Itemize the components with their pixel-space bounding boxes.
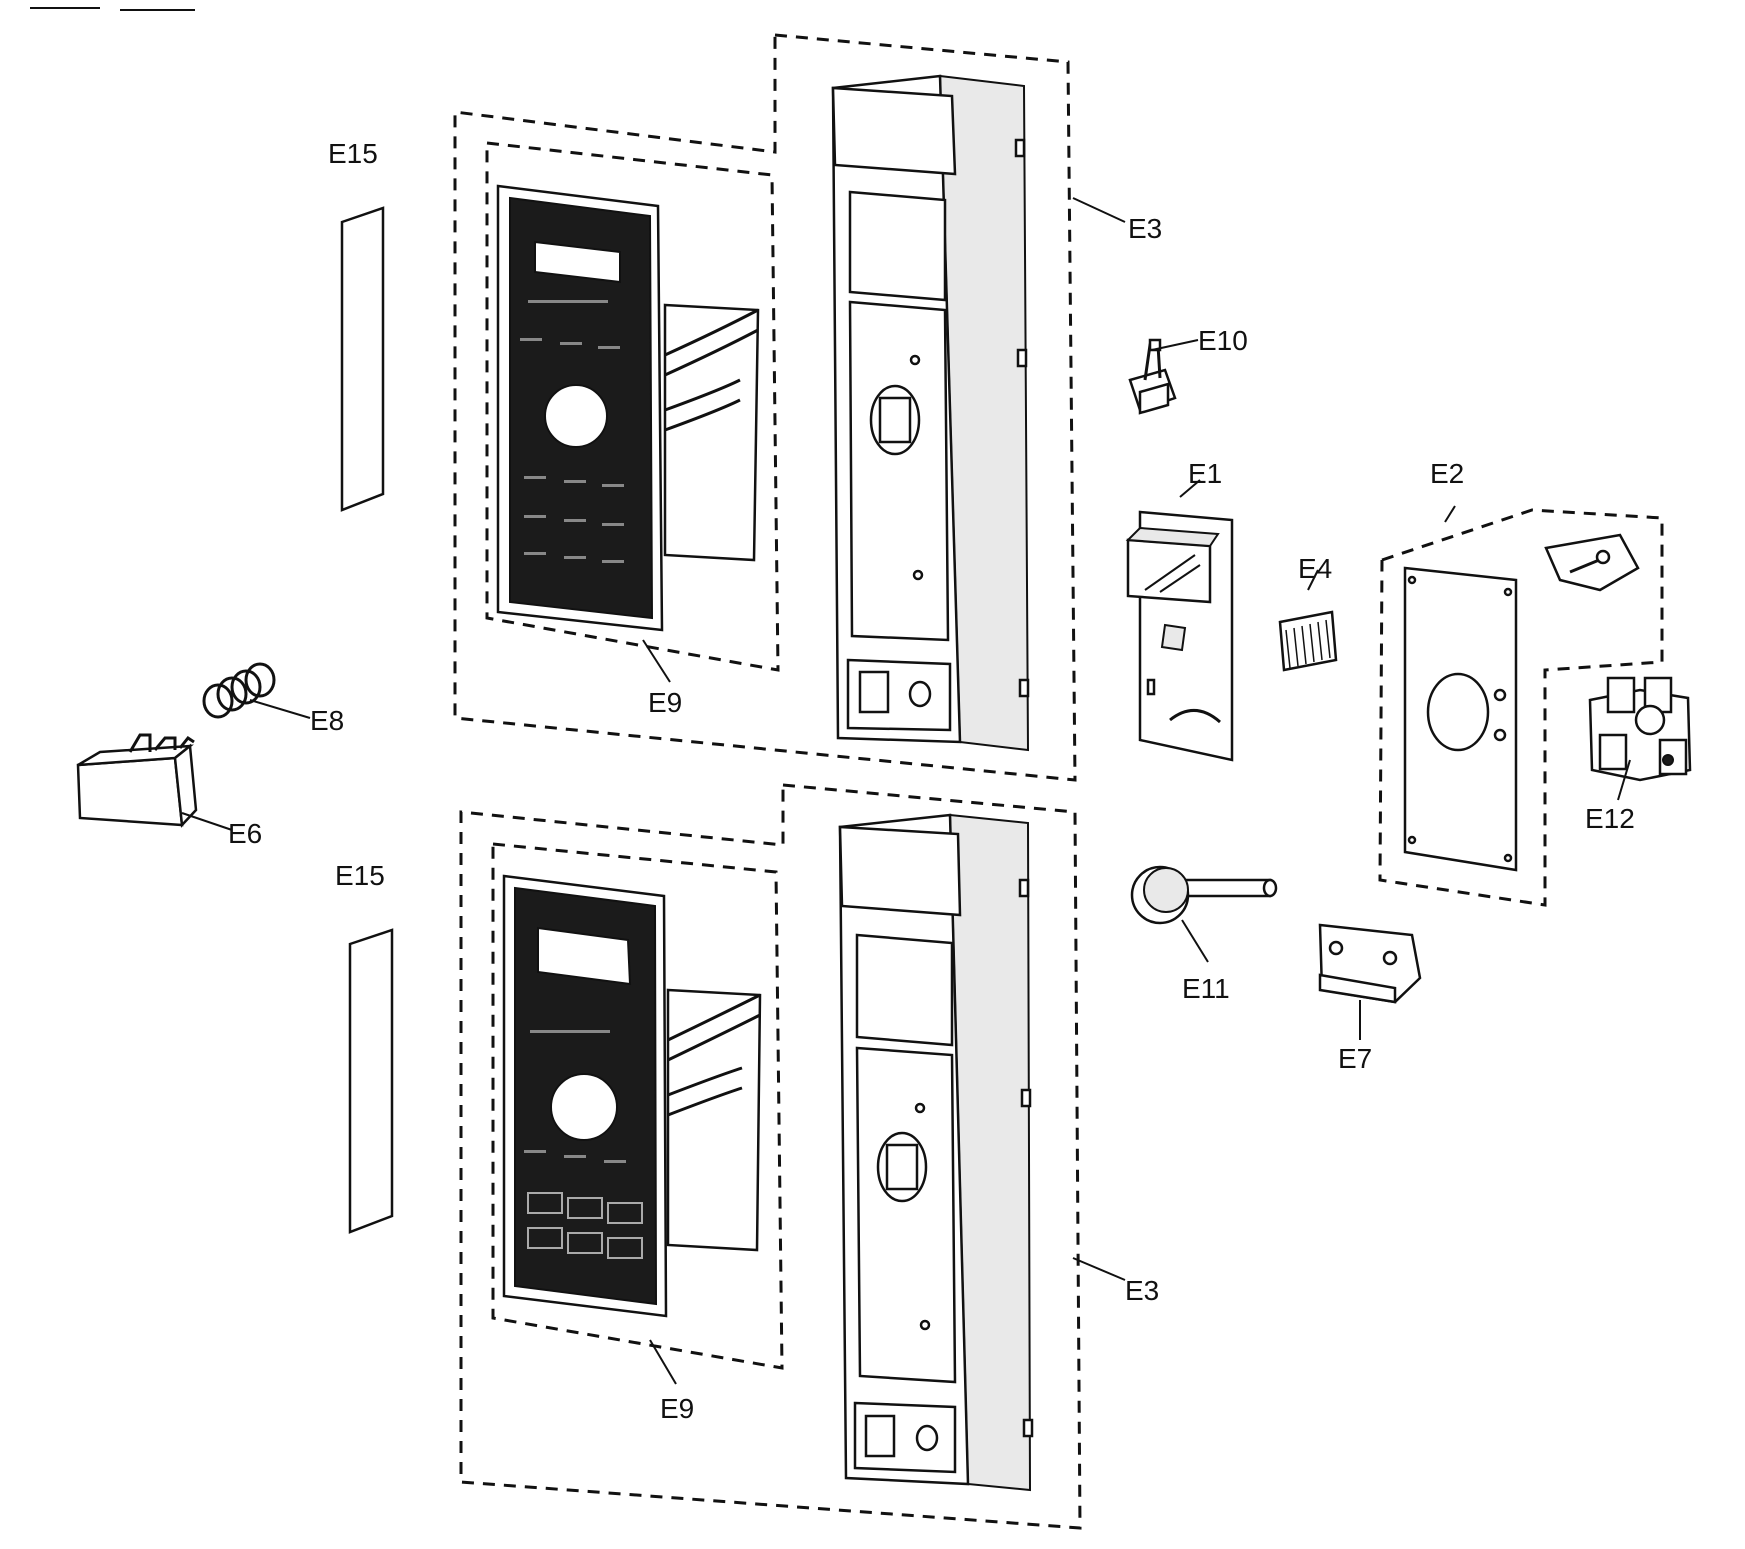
e4-ribbon-cable (1278, 610, 1338, 672)
label-e8: E8 (310, 705, 344, 736)
label-e3-bottom: E3 (1125, 1275, 1159, 1306)
label-e11: E11 (1182, 973, 1230, 1004)
e10-bracket (1128, 338, 1177, 415)
label-e15-bottom: E15 (335, 860, 385, 891)
e6-door-button (76, 733, 198, 828)
label-e3-top: E3 (1128, 213, 1162, 244)
e1-circuit-board (1125, 510, 1234, 762)
label-e7: E7 (1338, 1043, 1372, 1074)
e9-bottom-boundary (491, 842, 784, 1370)
e9-top-control-panel (496, 184, 760, 632)
leader-lines (181, 197, 1631, 1385)
label-e12: E12 (1585, 803, 1635, 834)
e15-top-strip (340, 206, 385, 512)
e9-top-boundary (485, 141, 780, 672)
label-e9-bottom: E9 (660, 1393, 694, 1424)
e8-spring (202, 662, 276, 719)
e12-switch-block (1588, 676, 1692, 782)
e3-top-door-frame (831, 74, 1030, 752)
e9-bottom-control-panel (502, 874, 762, 1318)
e3-bottom-door-frame (838, 813, 1034, 1492)
label-e4: E4 (1298, 553, 1332, 584)
e11-knob-shaft (1130, 865, 1278, 925)
label-e10: E10 (1198, 325, 1248, 356)
e2-boundary (1378, 508, 1664, 907)
label-e9-top: E9 (648, 687, 682, 718)
label-e2: E2 (1430, 458, 1464, 489)
label-e1: E1 (1188, 458, 1222, 489)
e2-latch-piece (1544, 533, 1640, 592)
e2-bracket-plate (1403, 566, 1518, 872)
e7-switch-actuator (1318, 923, 1422, 1004)
label-e6: E6 (228, 818, 262, 849)
e15-bottom-strip (348, 928, 394, 1234)
e3-top-boundary (453, 33, 1077, 782)
label-e15-top: E15 (328, 138, 378, 169)
